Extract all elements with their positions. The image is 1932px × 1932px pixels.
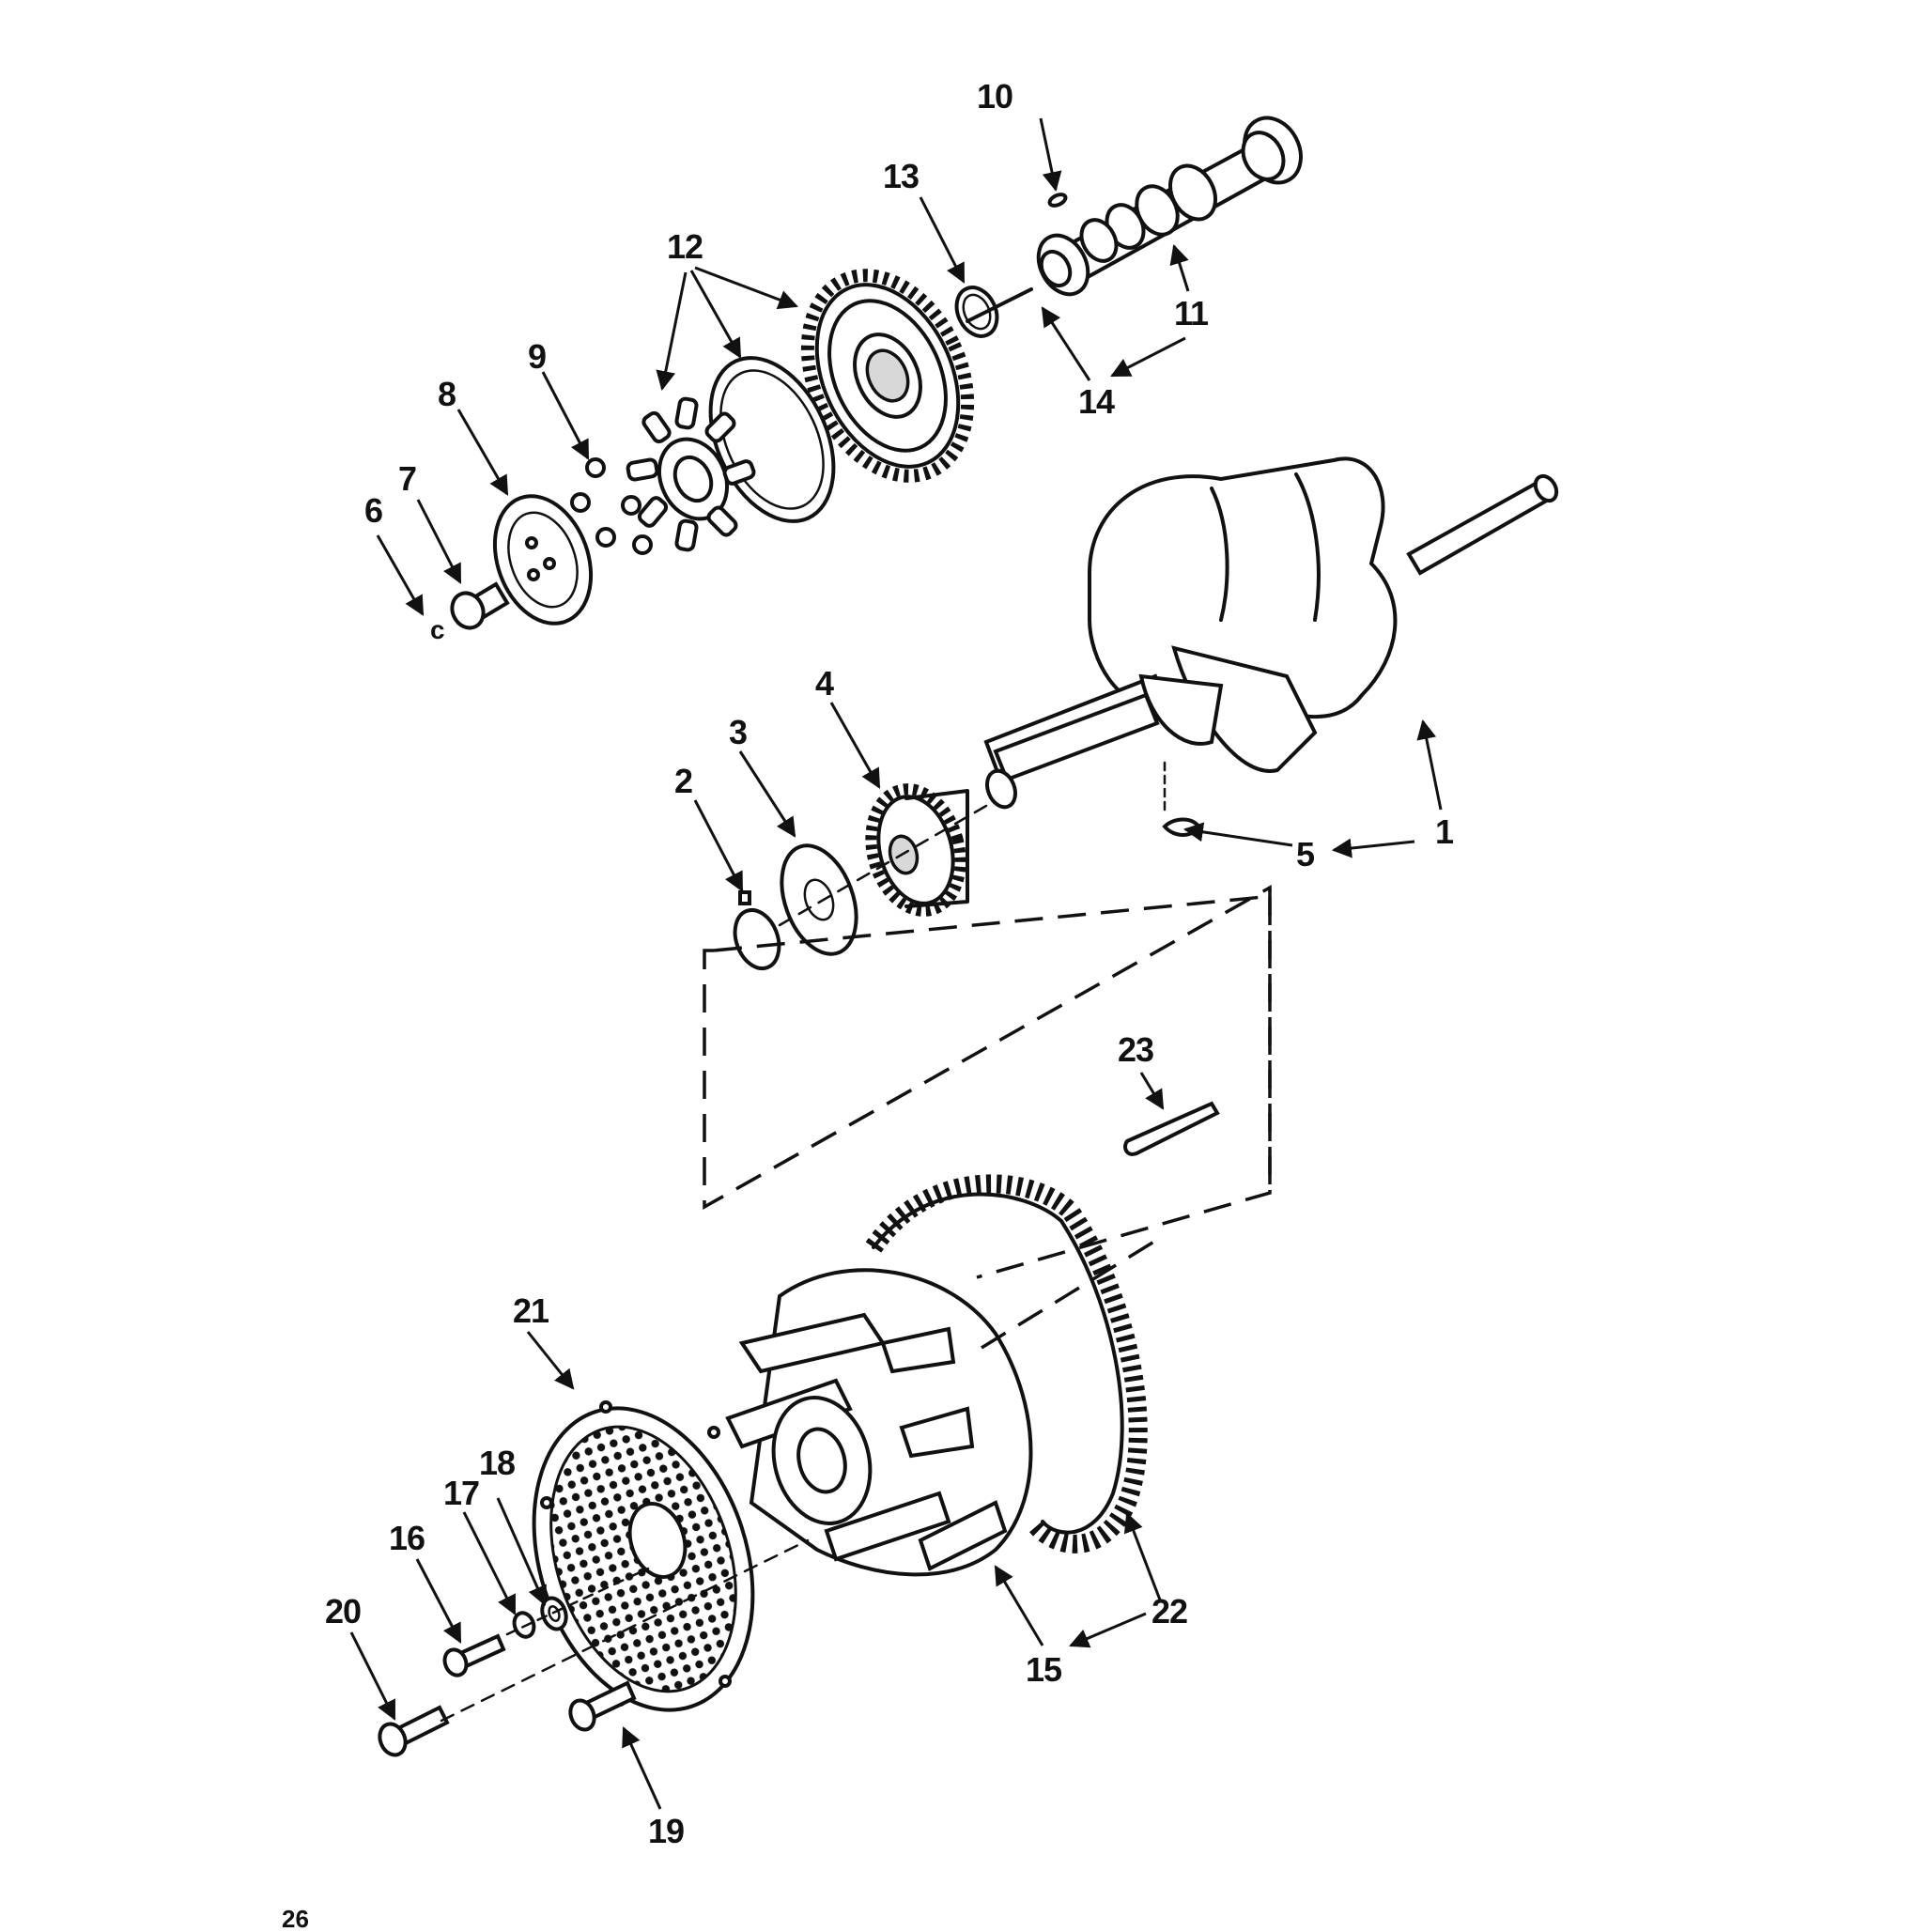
callout-22: 22	[1151, 1592, 1187, 1631]
callout-19: 19	[648, 1812, 684, 1850]
callout-16: 16	[389, 1519, 425, 1557]
governor-balls	[570, 457, 653, 555]
crankshaft	[983, 456, 1559, 810]
callout-21: 21	[513, 1291, 549, 1330]
snap-ring	[954, 286, 999, 338]
retainer-screw	[450, 581, 510, 630]
callout-23: 23	[1118, 1030, 1153, 1069]
crank-gear	[865, 783, 969, 917]
screen-screw-19	[568, 1680, 637, 1732]
callout-5: 5	[1296, 835, 1315, 873]
crank-snap-ring	[733, 890, 781, 970]
callout-17: 17	[443, 1474, 479, 1512]
screen-screw-long	[378, 1705, 450, 1757]
callout-7: 7	[398, 459, 416, 498]
callout-8: 8	[438, 375, 456, 413]
screen-screw-short	[442, 1633, 506, 1677]
callout-11-upper: 11	[1174, 294, 1209, 332]
ring-gear	[865, 1174, 1148, 1553]
drive-pin	[966, 287, 1033, 323]
callout-14: 14	[1078, 382, 1115, 421]
callout-9: 9	[528, 337, 546, 376]
crank-thrust-washer	[780, 843, 858, 956]
clip-glyph: c	[430, 615, 445, 644]
flywheel-key	[1123, 1101, 1220, 1156]
callout-18: 18	[479, 1444, 515, 1482]
callout-labels: 10 13 12 11 14 9 8 7 6 4 3 2 1 5 23 21 1…	[325, 77, 1455, 1850]
callout-3: 3	[729, 713, 747, 751]
flywheel	[725, 1268, 1033, 1577]
callout-4: 4	[815, 664, 834, 703]
leader-lines	[349, 117, 1443, 1810]
callout-6: 6	[364, 491, 382, 530]
camshaft-key	[1047, 193, 1068, 208]
callout-12: 12	[667, 227, 703, 266]
camshaft	[1036, 116, 1303, 297]
page-footer-mark: 26	[282, 1905, 309, 1932]
cam-gear	[800, 269, 975, 483]
callout-15: 15	[1026, 1650, 1062, 1689]
rotating-screen	[532, 1400, 755, 1712]
callout-2: 2	[674, 762, 692, 800]
governor-spider	[626, 396, 756, 552]
callout-1: 1	[1435, 812, 1454, 851]
callout-10: 10	[977, 77, 1012, 116]
explosion-bracket	[703, 885, 1272, 1279]
crank-key	[1162, 817, 1201, 837]
callout-20: 20	[325, 1592, 361, 1631]
callout-13: 13	[883, 157, 919, 195]
ball-retainer-plate	[492, 494, 594, 626]
